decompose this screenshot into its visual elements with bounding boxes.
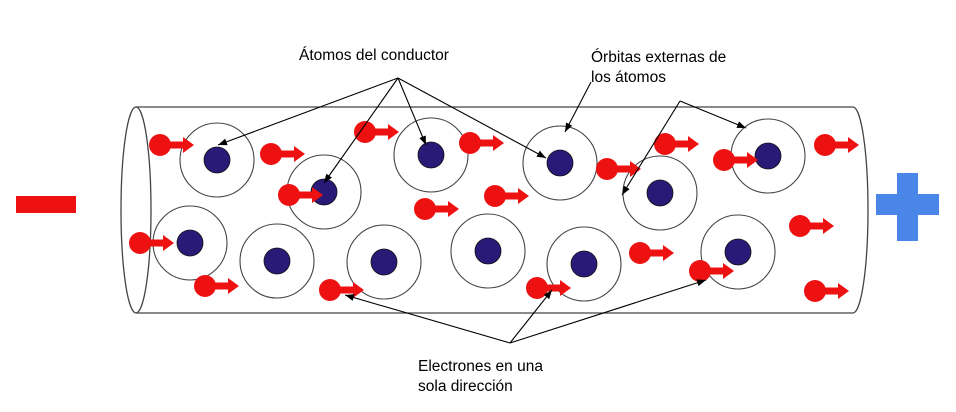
electron (689, 260, 734, 282)
nucleus (754, 142, 782, 170)
electron (149, 134, 194, 156)
nucleus (474, 237, 502, 265)
pointer-lines (217, 77, 747, 344)
nucleus (263, 247, 291, 275)
atoms-group (152, 117, 806, 302)
nucleus (646, 179, 674, 207)
atom (522, 125, 598, 201)
electron (484, 185, 529, 207)
atom (700, 214, 776, 290)
electron (804, 280, 849, 302)
electron (713, 149, 758, 171)
nucleus (203, 146, 231, 174)
label-electrons-line2: sola dirección (418, 378, 513, 395)
atom (450, 213, 526, 289)
minus-icon (16, 196, 76, 213)
nucleus (546, 149, 574, 177)
nucleus (370, 248, 398, 276)
electron (526, 277, 571, 299)
electron (278, 184, 323, 206)
atom (622, 155, 698, 231)
plus-icon (876, 173, 939, 241)
electron (414, 198, 459, 220)
atom (546, 226, 622, 302)
electron (129, 232, 174, 254)
nucleus (176, 229, 204, 257)
nucleus (724, 238, 752, 266)
label-atoms: Átomos del conductor (299, 47, 449, 64)
atom (346, 224, 422, 300)
atom (152, 205, 228, 281)
nucleus (570, 250, 598, 278)
electrons-group (129, 121, 859, 302)
nucleus (417, 141, 445, 169)
atom (730, 118, 806, 194)
electron (354, 121, 399, 143)
electron (629, 242, 674, 264)
label-orbits-line1: Órbitas externas de (591, 49, 726, 66)
electron (654, 133, 699, 155)
electron (459, 132, 504, 154)
atom (179, 122, 255, 198)
conductor-tube (120, 106, 869, 314)
electron (260, 143, 305, 165)
atom (239, 223, 315, 299)
atom (393, 117, 469, 193)
electron (596, 158, 641, 180)
electron (789, 215, 834, 237)
electron (814, 134, 859, 156)
electron (194, 275, 239, 297)
label-orbits-line2: los átomos (591, 69, 666, 86)
electron (319, 279, 364, 301)
label-electrons-line1: Electrones en una (418, 358, 543, 375)
